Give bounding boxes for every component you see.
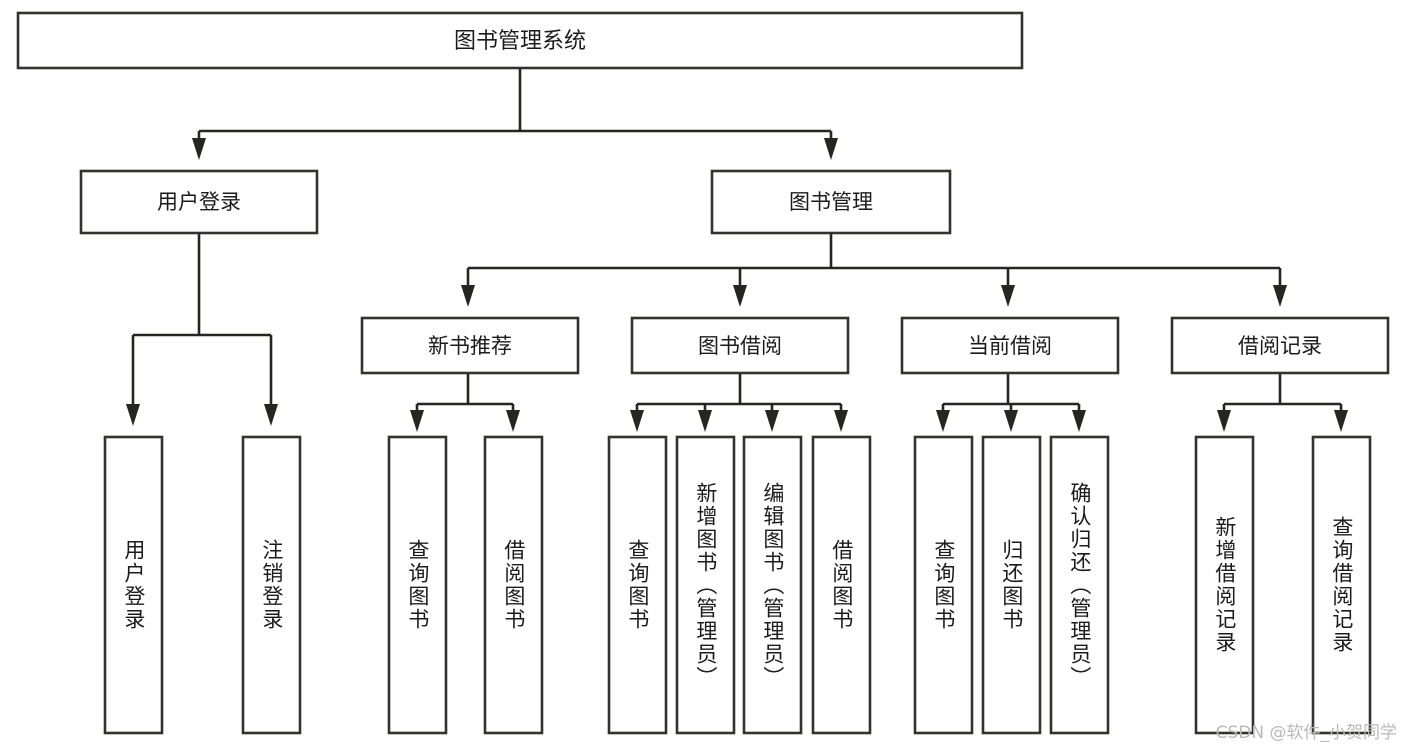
node-leaf-logout-login[interactable] bbox=[241, 435, 302, 735]
node-leaf-edit-book[interactable] bbox=[742, 435, 803, 735]
node-root[interactable] bbox=[16, 11, 1024, 70]
arrow-cb-to-leaf-confirm-return bbox=[1072, 410, 1086, 432]
arrow-nbr-to-leaf-query-book-1 bbox=[410, 410, 424, 432]
connector-group-book-borrow bbox=[630, 373, 848, 432]
connector-group-book-manage bbox=[461, 233, 1287, 307]
arrow-cb-to-leaf-return-book bbox=[1004, 410, 1018, 432]
node-user-login[interactable] bbox=[79, 169, 319, 235]
arrow-bb-to-leaf-borrow-book-2 bbox=[834, 410, 848, 432]
node-leaf-query-book-3[interactable] bbox=[913, 435, 974, 735]
node-root-label: 图书管理系统 bbox=[454, 29, 586, 54]
node-leaf-borrow-book-2[interactable] bbox=[811, 435, 872, 735]
arrow-cb-to-leaf-query-book-3 bbox=[936, 410, 950, 432]
arrow-root-to-user-login bbox=[192, 138, 206, 160]
node-leaf-add-record[interactable] bbox=[1194, 435, 1255, 735]
node-book-borrow-label: 图书借阅 bbox=[698, 334, 782, 358]
node-user-login-label: 用户登录 bbox=[157, 190, 241, 214]
connector-group-root bbox=[192, 68, 838, 160]
arrow-bm-to-new-book-recommend bbox=[461, 285, 475, 307]
node-leaf-query-book-2[interactable] bbox=[607, 435, 668, 735]
node-leaf-query-book-1[interactable] bbox=[387, 435, 448, 735]
node-borrow-record[interactable] bbox=[1170, 316, 1390, 375]
arrow-ul-to-leaf-user-login bbox=[126, 404, 140, 426]
arrow-bm-to-borrow-record bbox=[1273, 285, 1287, 307]
node-current-borrow[interactable] bbox=[900, 316, 1120, 375]
connector-group-borrow-record bbox=[1217, 373, 1348, 432]
node-book-borrow[interactable] bbox=[630, 316, 850, 375]
node-book-manage[interactable] bbox=[710, 169, 952, 235]
arrow-bb-to-leaf-query-book-2 bbox=[630, 410, 644, 432]
arrow-bm-to-book-borrow bbox=[733, 285, 747, 307]
node-borrow-record-label: 借阅记录 bbox=[1238, 334, 1322, 358]
node-leaf-return-book[interactable] bbox=[981, 435, 1042, 735]
arrow-bb-to-leaf-add-book bbox=[698, 410, 712, 432]
arrow-br-to-leaf-add-record bbox=[1217, 410, 1231, 432]
node-leaf-confirm-return[interactable] bbox=[1049, 435, 1110, 735]
arrow-ul-to-leaf-logout-login bbox=[264, 404, 278, 426]
arrow-bm-to-current-borrow bbox=[1001, 285, 1015, 307]
node-book-manage-label: 图书管理 bbox=[789, 190, 873, 214]
arrow-br-to-leaf-query-record bbox=[1334, 410, 1348, 432]
connector-group-new-book-recommend bbox=[410, 373, 520, 432]
node-leaf-query-record[interactable] bbox=[1311, 435, 1372, 735]
node-new-book-recommend[interactable] bbox=[360, 316, 580, 375]
connector-group-user-login bbox=[126, 233, 278, 426]
arrow-root-to-book-manage bbox=[824, 138, 838, 160]
node-leaf-user-login[interactable] bbox=[103, 435, 164, 735]
node-new-book-recommend-label: 新书推荐 bbox=[428, 334, 512, 358]
csdn-watermark: CSDN @软件_小贺同学 bbox=[1215, 723, 1397, 743]
connector-group-current-borrow bbox=[936, 373, 1086, 432]
arrow-nbr-to-leaf-borrow-book-1 bbox=[506, 410, 520, 432]
node-leaf-borrow-book-1[interactable] bbox=[483, 435, 544, 735]
node-leaf-add-book[interactable] bbox=[675, 435, 736, 735]
arrow-bb-to-leaf-edit-book bbox=[765, 410, 779, 432]
node-current-borrow-label: 当前借阅 bbox=[968, 334, 1052, 358]
